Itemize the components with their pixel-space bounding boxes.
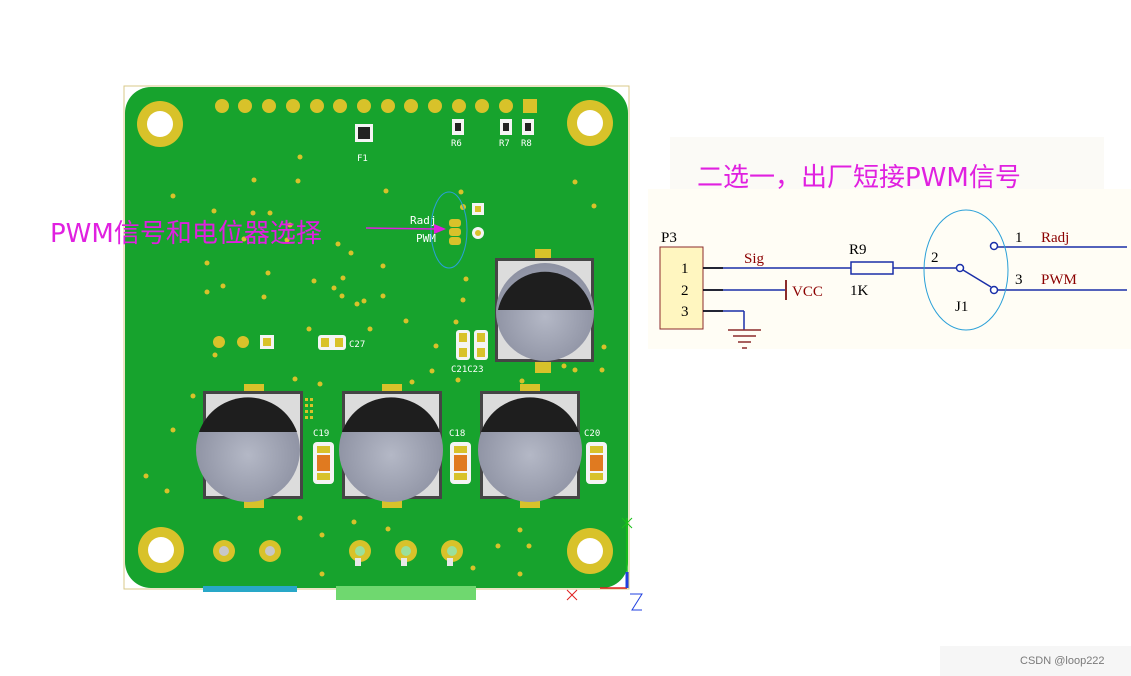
j1-pin-1: 1 bbox=[1015, 230, 1023, 246]
label-pwm: PWM bbox=[416, 232, 436, 245]
capacitor-c21-c23: C21C23 bbox=[451, 330, 488, 375]
capacitor-c20: C20 bbox=[584, 429, 607, 484]
capacitor-c19: C19 bbox=[313, 429, 334, 484]
p3-pin-3: 3 bbox=[681, 304, 689, 320]
j1-pin-2: 2 bbox=[931, 250, 939, 266]
wires bbox=[703, 246, 1127, 330]
capacitor-c27: C27 bbox=[318, 335, 365, 350]
p3-ref: P3 bbox=[661, 230, 677, 246]
label-c27: C27 bbox=[349, 340, 365, 350]
connector-p3: P3 1 2 3 bbox=[659, 230, 704, 330]
mounting-hole-tr bbox=[567, 100, 613, 146]
mounting-hole-bl bbox=[138, 527, 184, 573]
jumper-radj-pwm: Radj PWM bbox=[410, 191, 484, 269]
j1-ref: J1 bbox=[955, 299, 968, 315]
bottom-pads bbox=[213, 540, 463, 566]
callout-arrow bbox=[365, 224, 446, 234]
ground-symbol bbox=[728, 329, 761, 349]
electrolytic-cap-right bbox=[478, 384, 582, 508]
p3-pin-1: 1 bbox=[681, 261, 689, 277]
r9-value: 1K bbox=[850, 283, 869, 299]
r9-ref: R9 bbox=[849, 242, 867, 258]
net-radj-label: Radj bbox=[1041, 230, 1069, 246]
axis-gizmo bbox=[566, 517, 643, 611]
resistor-r9: R9 1K bbox=[849, 242, 894, 299]
label-c21c23: C21C23 bbox=[451, 365, 484, 375]
vcc-label: VCC bbox=[792, 284, 823, 300]
pcb-board: F1 R6 R7 R8 bbox=[123, 85, 643, 611]
mounting-hole-tl bbox=[137, 101, 183, 147]
bottom-connector-blue bbox=[203, 586, 297, 592]
label-r8: R8 bbox=[521, 139, 532, 149]
capacitor-c18: C18 bbox=[449, 429, 471, 484]
switch-j1: 2 1 3 J1 bbox=[923, 209, 1023, 331]
electrolytic-cap-top-right bbox=[495, 249, 594, 373]
via-field bbox=[143, 154, 607, 577]
label-radj: Radj bbox=[410, 214, 437, 227]
vcc-symbol: VCC bbox=[785, 280, 823, 300]
highlight-ellipse bbox=[430, 191, 468, 269]
resistor-r6: R6 bbox=[451, 119, 464, 149]
net-sig-label: Sig bbox=[744, 251, 765, 267]
header-pin-row bbox=[215, 99, 537, 113]
watermark: CSDN @loop222 bbox=[1020, 655, 1105, 667]
electrolytic-cap-middle bbox=[339, 384, 443, 508]
label-f1: F1 bbox=[357, 154, 368, 164]
resistor-r8: R8 bbox=[521, 119, 534, 149]
mounting-hole-br bbox=[567, 528, 613, 574]
schematic-title: 二选一，出厂短接PWM信号 bbox=[697, 163, 1021, 193]
schematic-panel: 二选一，出厂短接PWM信号 P3 1 2 3 VCC bbox=[648, 137, 1131, 349]
p3-pin-2: 2 bbox=[681, 283, 689, 299]
pin-stubs bbox=[703, 267, 723, 312]
fuse-f1: F1 bbox=[355, 124, 373, 164]
resistor-r7: R7 bbox=[499, 119, 512, 149]
electrolytic-cap-left bbox=[196, 384, 313, 508]
label-c18: C18 bbox=[449, 429, 465, 439]
label-c20: C20 bbox=[584, 429, 600, 439]
bottom-connector-green bbox=[336, 586, 476, 600]
watermark-bg bbox=[940, 646, 1131, 676]
j1-pin-3: 3 bbox=[1015, 272, 1023, 288]
pad-row-left bbox=[213, 335, 274, 349]
schematic-title-bg bbox=[670, 137, 1104, 189]
callout-text: PWM信号和电位器选择 bbox=[50, 219, 322, 249]
net-pwm-label: PWM bbox=[1041, 272, 1077, 288]
label-r7: R7 bbox=[499, 139, 510, 149]
label-r6: R6 bbox=[451, 139, 462, 149]
label-c19: C19 bbox=[313, 429, 329, 439]
